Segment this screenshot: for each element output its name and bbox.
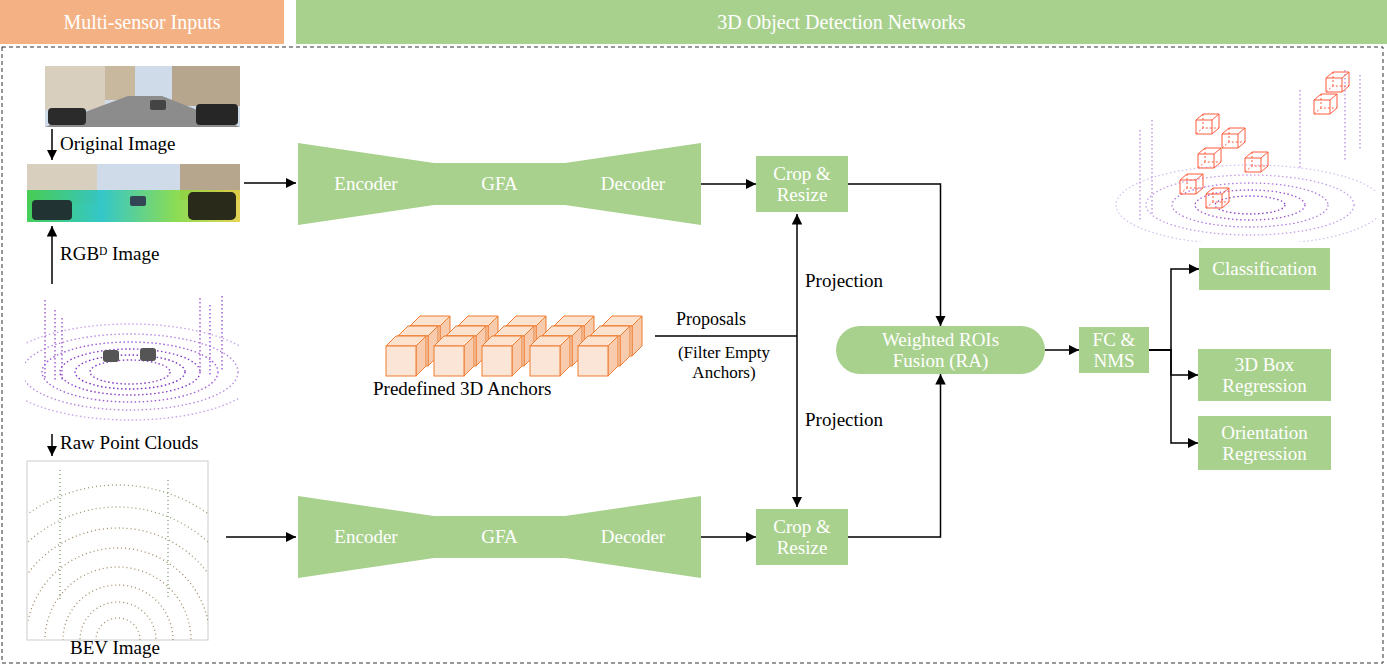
decoder-block: Decoder [565,143,701,225]
node-text: Classification [1212,258,1316,279]
node-text: Multi-sensor Inputs [63,11,220,33]
point-cloud [25,296,240,420]
fusion-node: Weighted ROIs Fusion (RA) [836,326,1045,374]
gfa-block: GFA [433,516,566,558]
node-text: Encoder [334,173,397,194]
node-text: Crop & Resize [762,516,842,559]
connector-arrow [1149,269,1199,350]
trapezoid-fill [565,496,701,578]
connector-arrow [1045,349,1079,351]
street-photo [45,66,240,127]
connector-arrow [848,374,941,537]
point-cloud-cars [103,348,156,362]
output-point-cloud [1116,70,1384,245]
node-text: GFA [481,526,518,547]
fc-nms-box: FC & NMS [1079,327,1149,374]
trapezoid-fill [298,143,434,225]
annotation-label: BEV Image [70,637,160,659]
annotation-label: Projection [805,409,883,431]
gfa-block: GFA [433,163,566,205]
outer-frame [2,47,1383,663]
header-band: 3D Object Detection Networks [296,0,1387,44]
layout-arrows [52,129,797,537]
node-text: Decoder [601,173,665,194]
rgbd-photo [27,164,240,222]
encoder-block: Encoder [298,143,434,225]
node-text: FC & NMS [1085,329,1143,372]
node-text: 3D Object Detection Networks [717,11,965,33]
anchor-cubes [386,316,642,376]
decoder-block: Decoder [565,496,701,578]
crop-resize-box: Crop & Resize [756,156,848,212]
annotation-label: Proposals [676,309,746,330]
trapezoid-fill [565,143,701,225]
connector-arrow [701,536,756,538]
node-text: Encoder [334,526,397,547]
output-box: 3D Box Regression [1198,349,1331,401]
annotation-label: Raw Point Clouds [60,432,198,454]
connector-arrow [848,184,941,326]
connector-arrow [1149,350,1198,375]
bev-image [0,461,273,666]
crop-resize-box: Crop & Resize [756,509,848,565]
connector-arrow [1149,350,1198,443]
annotation-label: RGBᴰ Image [60,243,159,265]
node-text: GFA [481,173,518,194]
annotation-label: Projection [805,270,883,292]
encoder-block: Encoder [298,496,434,578]
node-text: Crop & Resize [762,163,842,206]
output-box: Classification [1199,248,1330,290]
output-box: Orientation Regression [1198,416,1331,470]
node-text: Weighted ROIs Fusion (RA) [854,329,1027,372]
trapezoid-fill [298,496,434,578]
header-band: Multi-sensor Inputs [0,0,284,44]
node-text: Orientation Regression [1204,422,1325,465]
node-text: 3D Box Regression [1204,354,1325,397]
annotation-label: Original Image [60,133,176,155]
node-text: Decoder [601,526,665,547]
connector-arrow [701,183,756,185]
annotation-label: Predefined 3D Anchors [373,378,551,400]
annotation-label: (Filter Empty Anchors) [660,343,788,382]
